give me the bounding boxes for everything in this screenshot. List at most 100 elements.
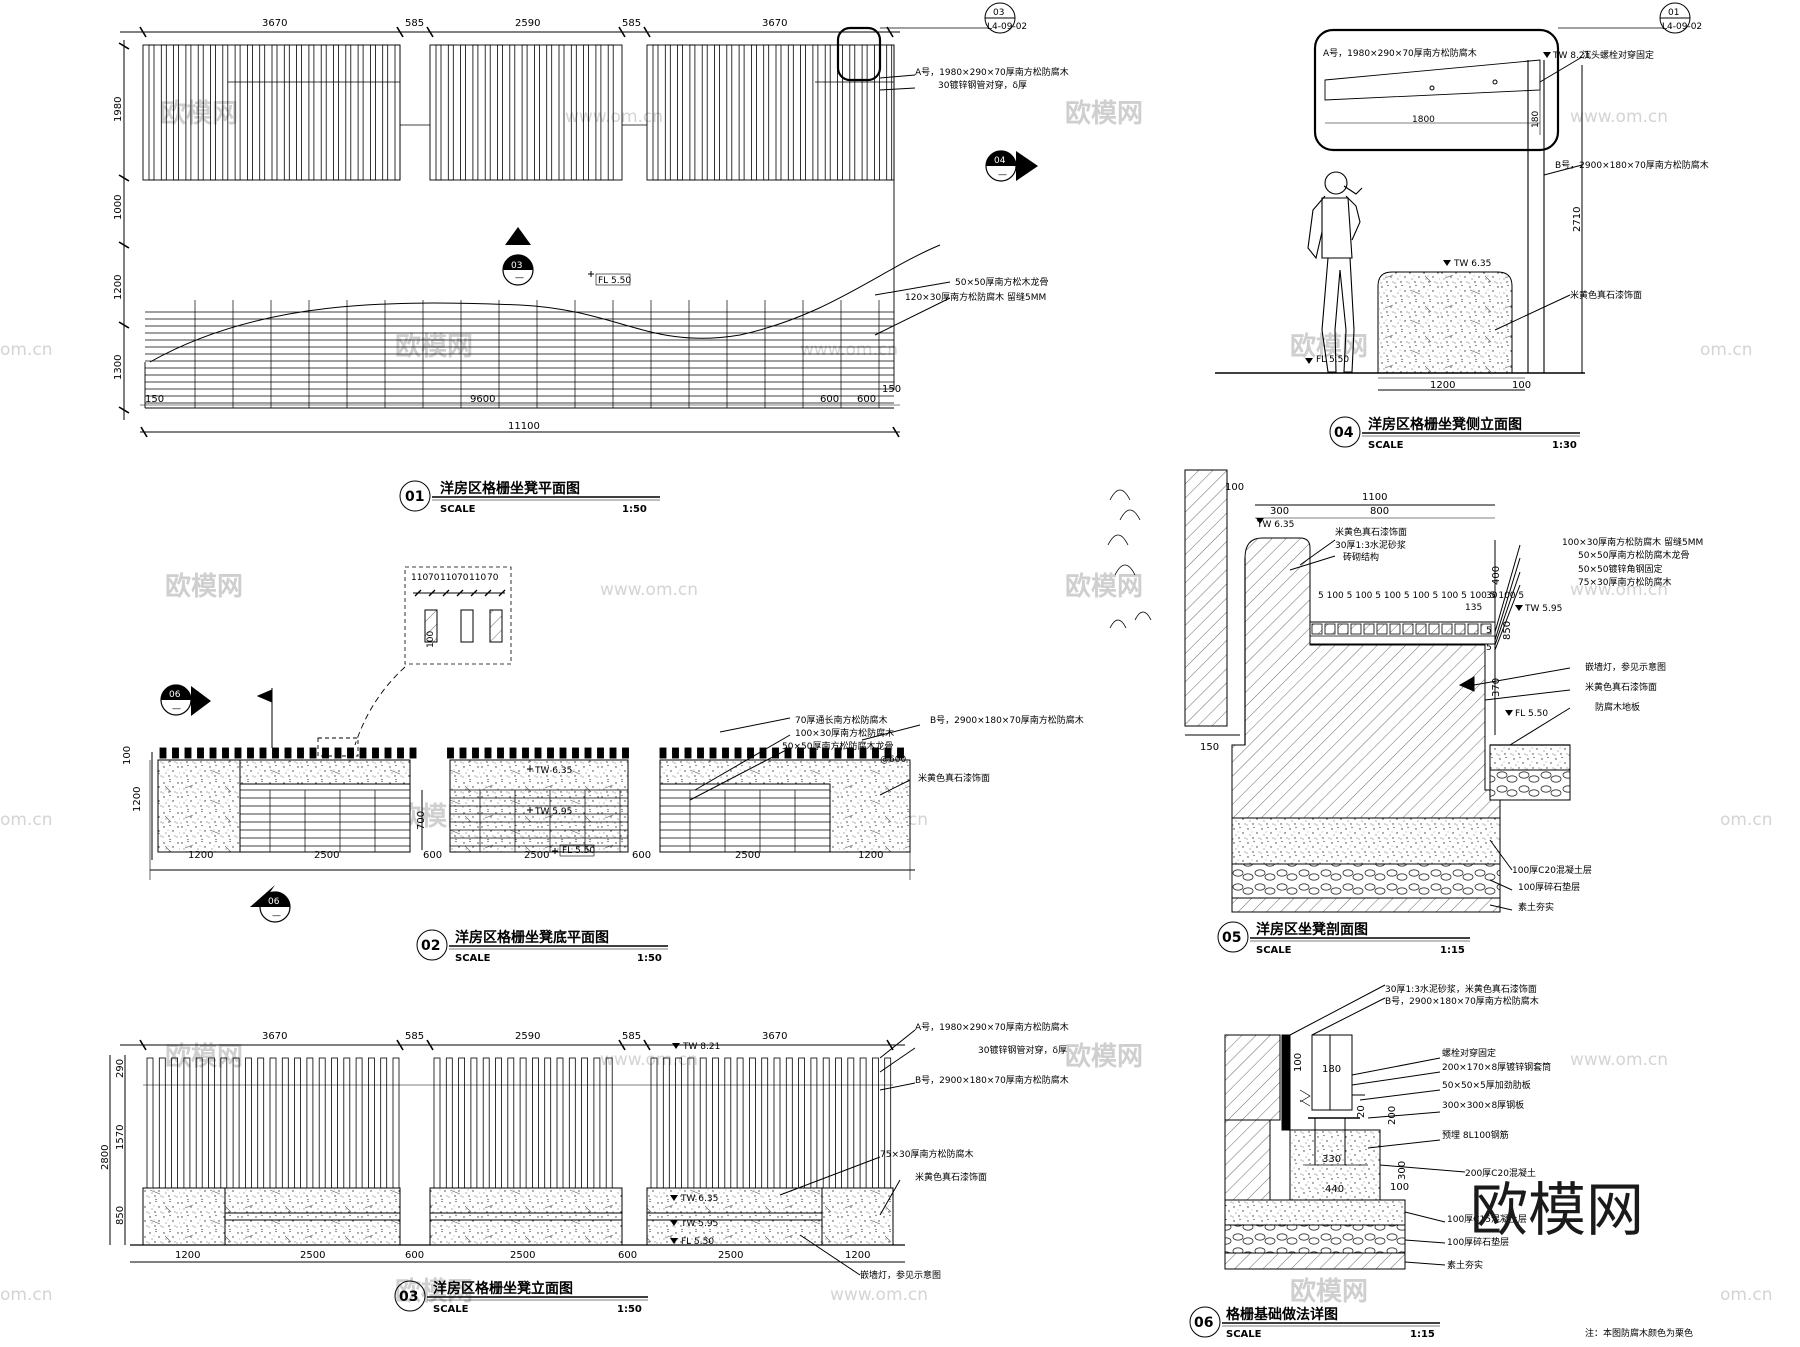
drawing-rect	[484, 747, 492, 759]
svg-text:2500: 2500	[510, 1250, 535, 1261]
watermark-url: www.om.cn	[600, 1050, 698, 1070]
drawing-rect	[343, 1057, 351, 1189]
view-01-text: 3670 585 2590 585 3670 1980 1000 1200 13…	[113, 2, 1069, 515]
drawing-rect	[318, 1057, 326, 1189]
svg-text:290: 290	[115, 1059, 126, 1078]
drawing-rect	[810, 1057, 818, 1189]
drawing-rect	[775, 44, 782, 181]
drawing-rect	[472, 747, 479, 759]
drawing-rect	[581, 1057, 588, 1189]
svg-text:TW 6.35: TW 6.35	[534, 766, 572, 776]
svg-text:600: 600	[632, 850, 651, 861]
svg-text:3670: 3670	[762, 1031, 787, 1042]
drawing-rect	[195, 1057, 203, 1189]
drawing-rect	[532, 1057, 539, 1189]
drawing-rect	[886, 44, 893, 181]
svg-text:100×30厚南方松防腐木 留缝5MM: 100×30厚南方松防腐木 留缝5MM	[1562, 536, 1703, 548]
drawing-rect	[785, 1057, 793, 1189]
svg-text:100厚碎石垫层: 100厚碎石垫层	[1447, 1236, 1509, 1248]
drawing-rect	[1363, 623, 1375, 635]
note-text: 120×30厚南方松防腐木 留缝5MM	[905, 291, 1046, 303]
note-text: 50×50厚南方松木龙骨	[955, 276, 1048, 288]
svg-text:洋房区格栅坐凳立面图: 洋房区格栅坐凳立面图	[433, 1280, 573, 1297]
dim-label: 3670	[762, 18, 787, 29]
drawing-rect	[1454, 623, 1466, 635]
level-marker: FL 5.50	[588, 271, 631, 286]
watermark-url: om.cn	[0, 810, 53, 830]
svg-text:50×50镀锌角钢固定: 50×50镀锌角钢固定	[1578, 563, 1662, 575]
drawing-rect	[1376, 623, 1388, 635]
watermark-text: 欧模网	[1065, 98, 1143, 129]
drawing-rect	[1480, 623, 1492, 635]
drawing-rect	[689, 44, 696, 181]
svg-text:SCALE: SCALE	[440, 504, 476, 515]
svg-text:30镀锌钢管对穿，δ厚: 30镀锌钢管对穿，δ厚	[978, 1044, 1067, 1056]
svg-text:砖砌结构: 砖砌结构	[1343, 551, 1379, 563]
watermark-url: www.om.cn	[1570, 1050, 1668, 1070]
svg-text:100: 100	[1225, 482, 1244, 493]
svg-text:30: 30	[1486, 591, 1498, 601]
drawing-rect	[568, 1057, 576, 1189]
drawing-rect	[1441, 623, 1453, 635]
drawing-rect	[834, 747, 842, 759]
svg-text:200厚C20混凝土: 200厚C20混凝土	[1465, 1167, 1536, 1179]
drawing-rect	[761, 1057, 769, 1189]
plan-picket-group	[148, 44, 893, 181]
drawing-rect	[822, 1057, 830, 1189]
drawing-rect	[559, 747, 567, 759]
watermark-url: www.om.cn	[565, 107, 663, 127]
drawing-rect	[849, 44, 856, 181]
drawing-rect	[675, 1057, 682, 1189]
svg-text:米黄色真石漆饰面: 米黄色真石漆饰面	[1335, 526, 1407, 538]
drawing-rect	[294, 1057, 302, 1189]
drawing-rect	[659, 747, 667, 759]
view-title-02: 02 洋房区格栅坐凳底平面图 SCALE 1:50	[416, 929, 668, 964]
section-marker-04: 04 —	[985, 150, 1038, 182]
svg-text:1200: 1200	[858, 850, 883, 861]
drawing-rect	[497, 44, 503, 181]
drawing-rect	[798, 1057, 805, 1189]
drawing-rect	[509, 44, 516, 181]
drawing-line	[484, 589, 492, 597]
drawing-rect	[272, 747, 279, 759]
drawing-rect	[622, 747, 629, 759]
drawing-rect	[684, 747, 692, 759]
view-title-04: 04 洋房区格栅坐凳侧立面图 SCALE 1:30	[1329, 416, 1580, 451]
svg-text:03: 03	[399, 1289, 418, 1305]
drawing-rect	[283, 44, 290, 181]
drawing-rect	[609, 747, 617, 759]
section-marker-03: 03 —	[502, 227, 534, 286]
drawing-rect	[234, 747, 242, 759]
drawing-rect	[158, 1057, 166, 1189]
drawing-rect	[397, 747, 404, 759]
drawing-rect	[664, 44, 671, 181]
svg-text:100: 100	[426, 631, 436, 648]
svg-text:100: 100	[122, 746, 133, 765]
svg-text:SCALE: SCALE	[1368, 440, 1404, 451]
dim-label: 1300	[113, 355, 124, 380]
drawing-rect	[1324, 623, 1336, 635]
svg-text:370: 370	[1491, 678, 1502, 697]
svg-text:2800: 2800	[100, 1145, 111, 1170]
base-picket-row	[159, 747, 904, 759]
view-05-text: 1100 300 800 100 150 5 100 5 100 5 100 5…	[1200, 482, 1703, 956]
drawing-rect	[357, 44, 364, 181]
drawing-rect	[232, 1057, 240, 1189]
dim-label: 3670	[262, 18, 287, 29]
svg-text:300: 300	[1397, 1161, 1408, 1180]
drawing-rect	[884, 1057, 892, 1189]
drawing-rect	[738, 44, 745, 181]
svg-text:06: 06	[1194, 1315, 1213, 1331]
watermark-text: 欧模网	[1065, 1041, 1143, 1072]
logo-watermark: 欧模网	[1470, 1176, 1644, 1244]
drawing-rect	[509, 747, 517, 759]
drawing-rect	[874, 44, 880, 181]
dim-label: 585	[405, 18, 424, 29]
drawing-rect	[497, 747, 504, 759]
svg-text:TW 8.21: TW 8.21	[1552, 51, 1590, 61]
svg-text:1:15: 1:15	[1410, 1329, 1435, 1340]
svg-text:03: 03	[511, 261, 522, 271]
svg-text:585: 585	[622, 1031, 641, 1042]
drawing-rect	[333, 44, 339, 181]
